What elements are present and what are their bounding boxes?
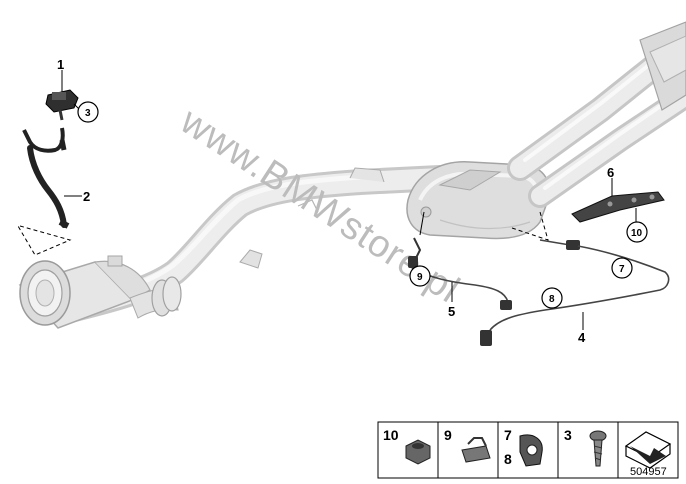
twin-rear-pipes — [507, 21, 686, 208]
callout-5: 5 — [448, 304, 455, 319]
callout-circle-3 — [77, 101, 99, 123]
orientation-arrow-icon — [624, 431, 672, 469]
callout-3: 3 — [85, 108, 91, 119]
callout-4: 4 — [578, 330, 586, 345]
legend-screw-icon — [589, 430, 607, 467]
callout-circle-7 — [611, 257, 633, 279]
callout-circle-8 — [541, 287, 563, 309]
vacuum-hose-part — [22, 127, 82, 229]
exhaust-pipe-assembly — [18, 21, 686, 329]
front-catalytic-converter — [18, 255, 179, 329]
front-oxygen-sensor-part — [408, 211, 512, 310]
legend-label-9: 9 — [444, 427, 452, 443]
legend-label-8: 8 — [504, 451, 512, 467]
callout-circle-9 — [409, 265, 431, 287]
callout-8: 8 — [549, 294, 555, 305]
callout-7: 7 — [619, 264, 625, 275]
legend-label-7: 7 — [504, 427, 512, 443]
legend-clip-icon — [461, 437, 491, 463]
callout-6: 6 — [607, 165, 614, 180]
pipe-flange — [151, 276, 182, 317]
callout-1: 1 — [57, 57, 64, 72]
diagram-reference-number: 504957 — [630, 466, 667, 478]
rear-oxygen-sensor-part — [480, 211, 670, 346]
legend-nut-icon — [405, 439, 431, 465]
heat-shield-bracket-part — [571, 178, 665, 243]
small-parts-legend — [377, 421, 679, 479]
legend-label-10: 10 — [383, 427, 399, 443]
legend-label-3: 3 — [564, 427, 572, 443]
leader-hose-to-converter — [17, 225, 72, 256]
pressure-sensor-part — [45, 70, 99, 123]
callout-circle-10 — [626, 221, 648, 243]
callout-10: 10 — [631, 228, 643, 239]
legend-cable-holder-icon — [519, 434, 543, 467]
callout-9: 9 — [417, 272, 423, 283]
callout-2: 2 — [83, 189, 90, 204]
